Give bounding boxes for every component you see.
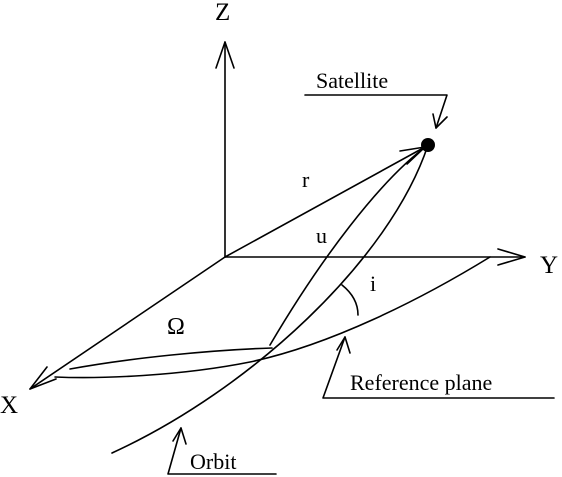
z-axis: [215, 41, 235, 258]
orbit-curve: [111, 144, 429, 454]
orbit-upper-arc: [269, 144, 429, 346]
z-axis-label: Z: [215, 0, 230, 26]
inclination-arc: [341, 284, 359, 316]
reference-plane-label: Reference plane: [350, 370, 492, 395]
orbit-label: Orbit: [190, 449, 236, 474]
satellite-pointer: [304, 94, 448, 129]
y-axis: [224, 248, 526, 266]
argument-of-latitude-label: u: [316, 223, 327, 248]
raan-arc: [69, 347, 273, 370]
reference-plane-pointer: [322, 336, 555, 399]
orbit-pointer: [167, 427, 277, 475]
x-axis-label: X: [0, 392, 18, 419]
x-axis: [29, 256, 226, 390]
raan-label: Ω: [167, 314, 185, 340]
radius-label: r: [302, 167, 310, 192]
y-axis-label: Y: [540, 252, 558, 279]
satellite-dot: [421, 138, 435, 152]
satellite-label: Satellite: [316, 68, 388, 93]
inclination-label: i: [370, 271, 376, 296]
reference-plane-curve: [54, 256, 491, 379]
